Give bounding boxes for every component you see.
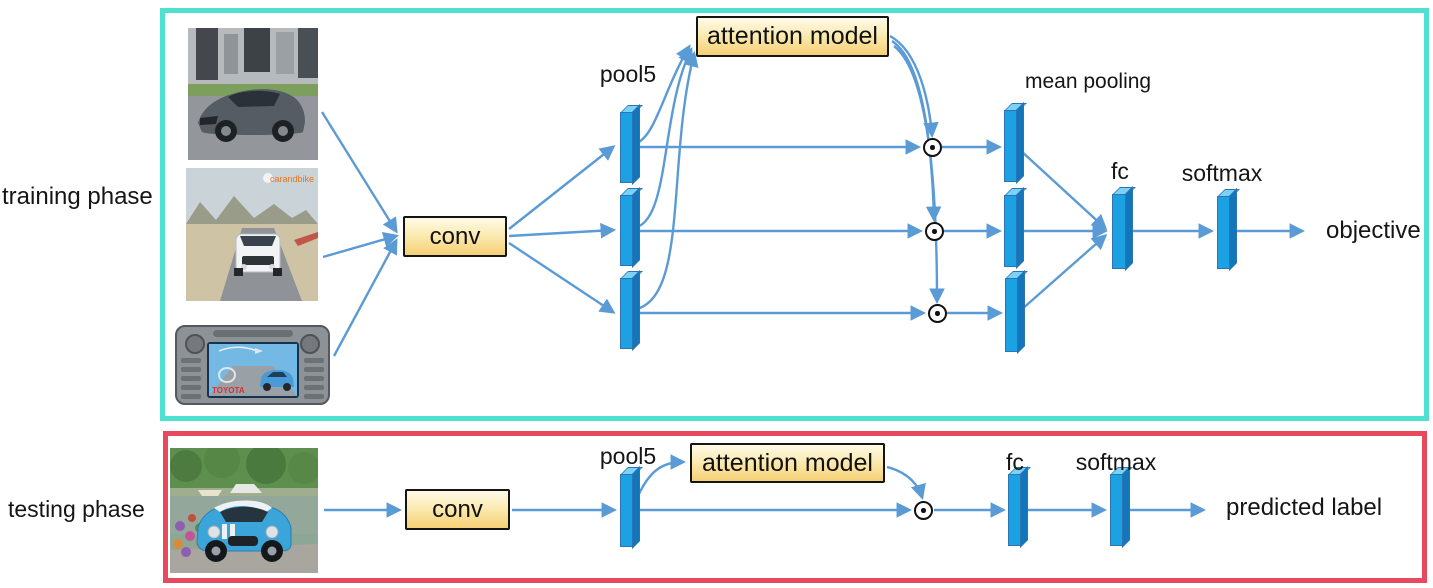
elementwise-product-operator-2 <box>925 222 944 241</box>
testing-predicted-label: predicted label <box>1226 494 1383 521</box>
testing-fc-bar <box>1008 474 1021 546</box>
testing-pool5-label: pool5 <box>599 443 657 469</box>
training-attention-label: attention model <box>707 22 878 50</box>
testing-phase-label: testing phase <box>8 496 145 522</box>
training-arrows <box>320 34 1306 357</box>
elementwise-product-operator-3 <box>928 304 947 323</box>
testing-conv-box: conv <box>405 489 510 530</box>
grey-car-illustration <box>188 28 318 160</box>
testing-attention-label: attention model <box>702 448 873 477</box>
testing-softmax-label: softmax <box>1075 449 1157 475</box>
training-phase-label: training phase <box>2 183 153 210</box>
training-fc-label: fc <box>1111 158 1129 184</box>
training-conv-box: conv <box>403 216 507 257</box>
training-input-image-head-unit: TOYOTA <box>175 320 330 410</box>
watermark-text: carandbike <box>270 174 314 184</box>
training-input-image-grey-car <box>188 28 318 160</box>
blue-car-illustration <box>170 448 318 573</box>
training-pool5-label: pool5 <box>599 61 657 87</box>
watermark-logo <box>263 173 273 183</box>
testing-conv-label: conv <box>432 495 483 523</box>
elementwise-product-operator-1 <box>923 138 942 157</box>
training-mean-pooling-label: mean pooling <box>1025 70 1152 93</box>
training-mean-pooling-bar-3 <box>1005 278 1018 352</box>
training-input-image-white-car: carandbike <box>186 168 318 301</box>
training-softmax-bar <box>1217 196 1230 269</box>
head-unit-brand-text: TOYOTA <box>212 386 245 395</box>
training-conv-label: conv <box>429 222 481 250</box>
testing-pool5-bar <box>620 474 633 547</box>
training-objective-label: objective <box>1326 217 1421 244</box>
testing-input-image-blue-car <box>170 448 318 573</box>
training-pool5-bar-3 <box>620 278 633 349</box>
white-car-illustration: carandbike <box>186 168 318 301</box>
head-unit-illustration: TOYOTA <box>175 325 330 405</box>
training-pool5-bar-2 <box>620 195 633 266</box>
testing-arrows <box>324 454 1207 518</box>
training-mean-pooling-bar-2 <box>1004 195 1017 267</box>
testing-fc-label: fc <box>1006 449 1024 475</box>
training-fc-bar <box>1112 194 1126 269</box>
training-softmax-label: softmax <box>1181 160 1263 186</box>
training-mean-pooling-bar-1 <box>1004 110 1017 182</box>
testing-softmax-bar <box>1110 474 1123 546</box>
testing-attention-model-box: attention model <box>690 443 885 483</box>
training-pool5-bar-1 <box>620 112 633 183</box>
training-attention-model-box: attention model <box>696 16 889 57</box>
testing-elementwise-product-operator <box>914 501 933 520</box>
